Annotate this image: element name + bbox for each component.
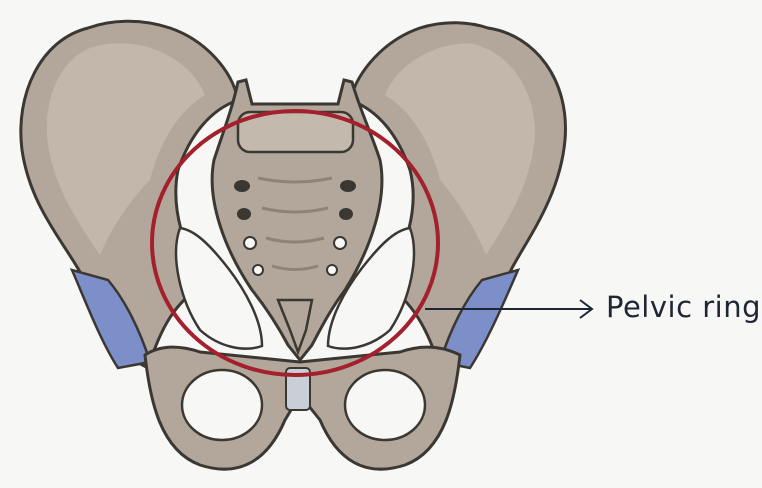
left-obturator-foramen: [182, 370, 262, 440]
right-obturator-foramen: [345, 370, 425, 440]
pelvic-ring-label: Pelvic ring: [606, 290, 761, 324]
